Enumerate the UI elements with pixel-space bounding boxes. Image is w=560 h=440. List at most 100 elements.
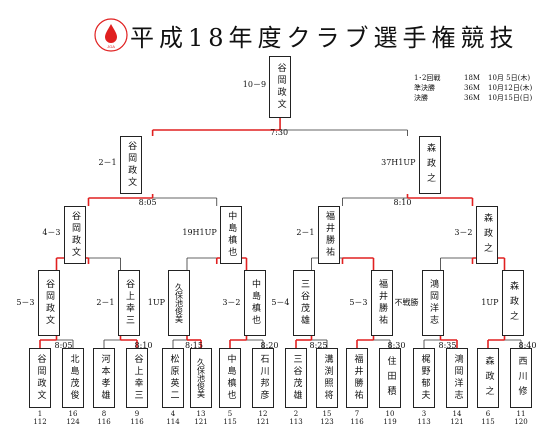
player-seed: 16	[68, 410, 78, 418]
player-number: 115	[481, 418, 495, 426]
tee-time: 8:15	[185, 341, 203, 350]
player-number: 114	[166, 418, 180, 426]
tee-time: 8:20	[260, 341, 279, 350]
match-score: 2－1	[296, 228, 315, 237]
jga-logo-icon: JGA	[94, 18, 128, 52]
player-name: 谷上幸三	[124, 279, 134, 327]
player-number: 124	[66, 418, 80, 426]
player-box: 三谷茂雄	[292, 270, 315, 336]
player-name: 谷岡政文	[275, 63, 286, 111]
player-seed: 2	[293, 410, 299, 418]
player-seed: 8	[101, 410, 107, 418]
schedule-holes: 36M	[464, 94, 481, 102]
player-seed: 12	[258, 410, 268, 418]
match-score: 不戦勝	[394, 298, 419, 307]
player-box: 河本孝雄	[93, 348, 115, 408]
player-box: 北島茂俊	[62, 348, 84, 408]
player-box: 谷上幸三	[117, 270, 140, 336]
schedule-round: 決勝	[414, 94, 428, 102]
player-box: 住田積	[379, 348, 401, 408]
player-name: 西川修	[516, 355, 527, 401]
player-number: 121	[450, 418, 464, 426]
match-score: 37H1UP	[381, 158, 416, 167]
player-number: 115	[223, 418, 237, 426]
player-name: 三谷茂雄	[299, 279, 309, 327]
schedule-date: 10月15日(日)	[488, 94, 533, 102]
schedule-round: 1･2回戦	[414, 74, 441, 82]
player-name: 鴻岡洋志	[452, 354, 463, 402]
player-name: 北島茂俊	[68, 354, 79, 402]
player-box: 溝渕照将	[316, 348, 338, 408]
match-score: 10－9	[242, 80, 267, 89]
player-box: 松原英二	[162, 348, 184, 408]
player-number: 112	[33, 418, 47, 426]
player-name: 森政之	[425, 142, 435, 188]
player-seed: 3	[421, 410, 427, 418]
player-name: 谷岡政文	[126, 141, 137, 189]
player-name: 松原英二	[168, 354, 179, 402]
player-box: 中島槙也	[219, 206, 242, 264]
match-score: 4－3	[42, 228, 61, 237]
player-seed: 14	[452, 410, 462, 418]
player-name: 河本孝雄	[99, 354, 110, 402]
player-number: 116	[350, 418, 364, 426]
tee-time: 8:40	[518, 341, 537, 350]
player-name: 森政之	[508, 280, 518, 326]
player-number: 113	[289, 418, 303, 426]
player-name: 中島槙也	[226, 211, 237, 259]
player-box: 谷上幸三	[126, 348, 148, 408]
match-score: 2－1	[96, 298, 115, 307]
player-box: 谷岡政文	[63, 206, 86, 264]
player-name: 福井勝祐	[324, 211, 334, 259]
player-box: 福井勝祐	[370, 270, 393, 336]
tee-time: 8:10	[393, 198, 412, 207]
player-box: 西川修	[510, 348, 532, 408]
player-name: 福井勝祐	[377, 279, 387, 327]
schedule-date: 10月 5日(木)	[488, 74, 531, 82]
player-name: 谷上幸三	[132, 354, 143, 402]
player-name: 谷岡政文	[70, 211, 80, 259]
tee-time: 8:05	[54, 341, 73, 350]
player-box: 谷岡政文	[119, 136, 142, 194]
player-name: 谷岡政文	[35, 354, 46, 402]
player-box: 中島槙也	[219, 348, 241, 408]
player-box: 鴻岡洋志	[421, 270, 444, 336]
match-score: 1UP	[147, 298, 165, 307]
player-box: 福井勝祐	[317, 206, 340, 264]
match-score: 5－3	[16, 298, 35, 307]
match-score: 3－2	[454, 228, 473, 237]
player-name: 三谷茂雄	[291, 354, 302, 402]
player-name: 中島槙也	[225, 354, 236, 402]
player-box: 梶野郁夫	[413, 348, 435, 408]
player-box: 谷岡政文	[269, 56, 292, 118]
schedule-holes: 18M	[464, 74, 481, 82]
player-box: 鴻岡洋志	[446, 348, 468, 408]
player-number: 123	[320, 418, 334, 426]
tee-time: 8:10	[134, 341, 153, 350]
player-box: 森政之	[501, 270, 524, 336]
player-seed: 10	[385, 410, 395, 418]
tee-time: 8:35	[438, 341, 457, 350]
player-name: 梶野郁夫	[419, 354, 430, 402]
player-seed: 9	[134, 410, 140, 418]
player-box: 中島槙也	[243, 270, 266, 336]
player-box: 森政之	[418, 136, 441, 194]
player-seed: 7	[354, 410, 360, 418]
match-score: 1UP	[481, 298, 499, 307]
player-box: 久保池俊美	[168, 270, 190, 336]
match-score: 2－1	[98, 158, 117, 167]
player-box: 谷岡政文	[37, 270, 60, 336]
schedule-round: 準決勝	[414, 84, 435, 92]
player-number: 116	[130, 418, 144, 426]
player-name: 森政之	[482, 212, 492, 258]
player-box: 石川邦彦	[252, 348, 274, 408]
player-box: 谷岡政文	[29, 348, 51, 408]
player-name: 中島槙也	[250, 279, 260, 327]
schedule-date: 10月12日(木)	[488, 84, 533, 92]
player-number: 116	[97, 418, 111, 426]
player-seed: 1	[37, 410, 43, 418]
player-seed: 15	[322, 410, 332, 418]
page-title: 平成18年度クラブ選手権競技	[130, 24, 519, 52]
